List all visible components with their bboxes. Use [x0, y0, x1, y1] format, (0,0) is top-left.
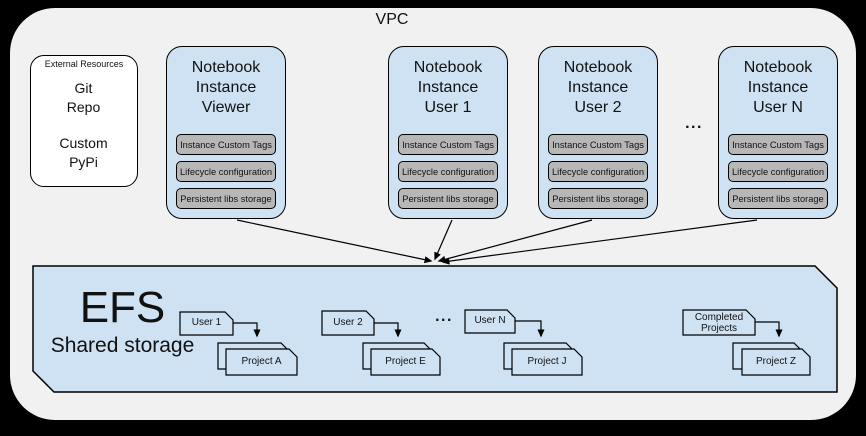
- notebook-title-line: Notebook: [413, 59, 483, 76]
- arrow-viewer-to-efs: [236, 219, 433, 264]
- completed-projects-label: Completed Projects: [694, 312, 744, 334]
- notebook-title-line: Notebook: [191, 59, 261, 76]
- chip-instance-custom-tags: Instance Custom Tags: [176, 134, 276, 155]
- external-resources-group: [30, 55, 138, 187]
- custom-pypi-line2: PyPi: [69, 154, 98, 170]
- git-repo-line1: Git: [74, 80, 93, 96]
- notebook-title-line: Instance: [567, 79, 629, 96]
- user-n-card: [464, 309, 516, 334]
- completed-projects-card: [682, 309, 756, 336]
- arrow-user1-to-project-a: [233, 322, 261, 338]
- user-2-card: [321, 310, 375, 336]
- chip-persistent-libs-storage: Persistent libs storage: [728, 188, 828, 209]
- notebook-title-line: Viewer: [201, 99, 251, 116]
- notebook-title-line: Notebook: [563, 59, 633, 76]
- project-j-front-card: [511, 348, 583, 376]
- vpc-label: VPC: [375, 11, 409, 28]
- project-e-front-card: [370, 348, 441, 376]
- external-resources-label: External Resources: [44, 59, 124, 69]
- chip-lifecycle-configuration: Lifecycle configuration: [728, 161, 828, 182]
- notebook-title-viewer: Notebook Instance Viewer: [166, 58, 286, 118]
- efs-subtitle: Shared storage: [50, 334, 195, 357]
- notebook-title-usern: Notebook Instance User N: [718, 58, 838, 118]
- notebook-title-line: Instance: [417, 79, 479, 96]
- user-1-card: [179, 311, 234, 336]
- notebook-title-line: User 2: [574, 99, 622, 116]
- project-a-front-card: [225, 348, 298, 376]
- notebook-title-user2: Notebook Instance User 2: [538, 58, 658, 118]
- notebooks-ellipsis: ...: [685, 115, 703, 132]
- user-n-label: User N: [474, 315, 506, 326]
- chip-instance-custom-tags: Instance Custom Tags: [398, 134, 498, 155]
- notebook-title-line: User 1: [424, 99, 472, 116]
- git-repo-label: Git Repo: [42, 79, 125, 117]
- chip-lifecycle-configuration: Lifecycle configuration: [176, 161, 276, 182]
- chip-persistent-libs-storage: Persistent libs storage: [176, 188, 276, 209]
- chip-lifecycle-configuration: Lifecycle configuration: [398, 161, 498, 182]
- arrow-usern-to-project-j: [515, 320, 545, 338]
- chip-instance-custom-tags: Instance Custom Tags: [728, 134, 828, 155]
- notebook-title-line: User N: [753, 99, 803, 116]
- user-1-label: User 1: [191, 317, 222, 328]
- arrow-user2-to-efs: [437, 219, 593, 263]
- project-z-front-card: [741, 348, 811, 376]
- custom-pypi-line1: Custom: [59, 135, 108, 151]
- chip-persistent-libs-storage: Persistent libs storage: [548, 188, 648, 209]
- git-repo-line2: Repo: [66, 99, 101, 115]
- arrow-usern-to-efs: [441, 219, 758, 265]
- notebook-title-user1: Notebook Instance User 1: [388, 58, 508, 118]
- notebook-title-line: Instance: [195, 79, 257, 96]
- user-2-label: User 2: [333, 317, 363, 328]
- project-z-label: Project Z: [755, 356, 796, 367]
- chip-persistent-libs-storage: Persistent libs storage: [398, 188, 498, 209]
- notebook-title-line: Instance: [747, 79, 809, 96]
- efs-ellipsis: ...: [435, 308, 453, 325]
- arrow-user2-to-project-e: [374, 322, 402, 338]
- project-j-label: Project J: [527, 356, 567, 367]
- chip-instance-custom-tags: Instance Custom Tags: [548, 134, 648, 155]
- arrow-user1-to-efs: [434, 219, 453, 261]
- custom-pypi-label: Custom PyPi: [42, 134, 125, 172]
- efs-title: EFS: [79, 283, 166, 332]
- chip-lifecycle-configuration: Lifecycle configuration: [548, 161, 648, 182]
- notebook-title-line: Notebook: [743, 59, 813, 76]
- arrow-completed-to-project-z: [755, 321, 783, 338]
- project-a-label: Project A: [241, 356, 282, 367]
- project-e-label: Project E: [385, 356, 426, 367]
